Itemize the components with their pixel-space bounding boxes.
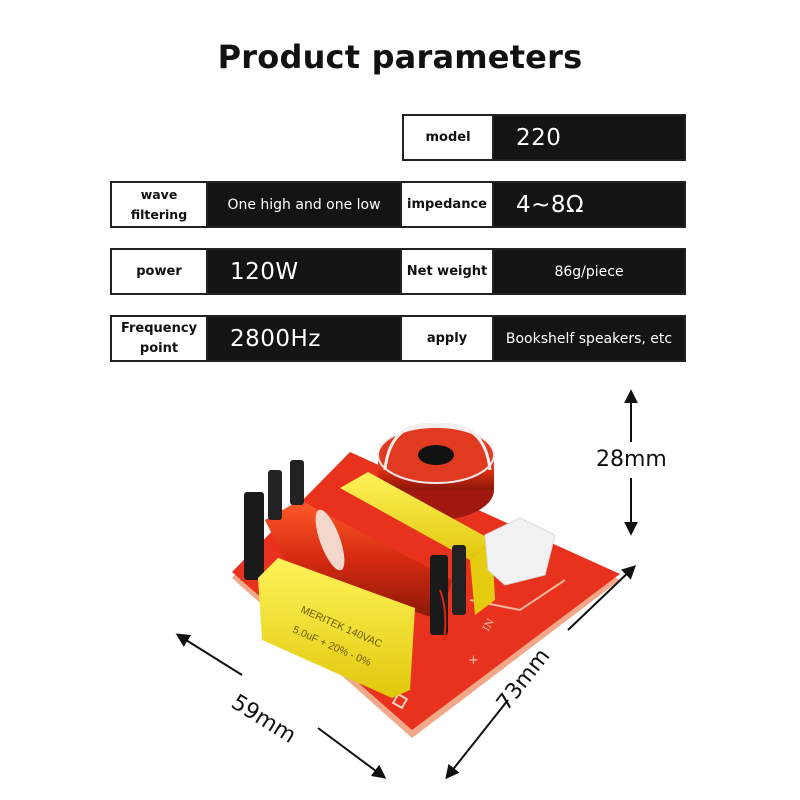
power-label: power xyxy=(110,248,208,295)
net-weight-label: Net weight xyxy=(402,248,494,295)
model-label: model xyxy=(402,114,494,161)
width-dimension-arrow xyxy=(175,633,387,779)
height-dimension-label: 28mm xyxy=(596,447,667,472)
length-dimension-arrow xyxy=(445,565,637,780)
frequency-point-label-line1: Frequency xyxy=(120,320,198,336)
frequency-point-value: 2800Hz xyxy=(208,315,402,362)
impedance-label: impedance xyxy=(402,181,494,228)
net-weight-value: 86g/piece xyxy=(494,248,686,295)
frequency-point-label-line2: point xyxy=(139,340,179,356)
wave-filtering-value: One high and one low xyxy=(208,181,402,228)
toroid-coil xyxy=(377,423,495,520)
apply-value: Bookshelf speakers, etc xyxy=(494,315,686,362)
model-value: 220 xyxy=(494,114,686,161)
apply-label: apply xyxy=(402,315,494,362)
impedance-value: 4~8Ω xyxy=(494,181,686,228)
power-value: 120W xyxy=(208,248,402,295)
page-title: Product parameters xyxy=(217,38,583,76)
frequency-point-label: Frequency point xyxy=(110,315,208,362)
capacitor-front: MERITEK 140VAC 5.0uF + 20% - 0% xyxy=(258,558,415,698)
air-core-coil xyxy=(244,460,466,641)
wave-filtering-label: wave filtering xyxy=(110,181,208,228)
board-marking-plus: + xyxy=(468,653,479,668)
resistor xyxy=(484,517,556,586)
